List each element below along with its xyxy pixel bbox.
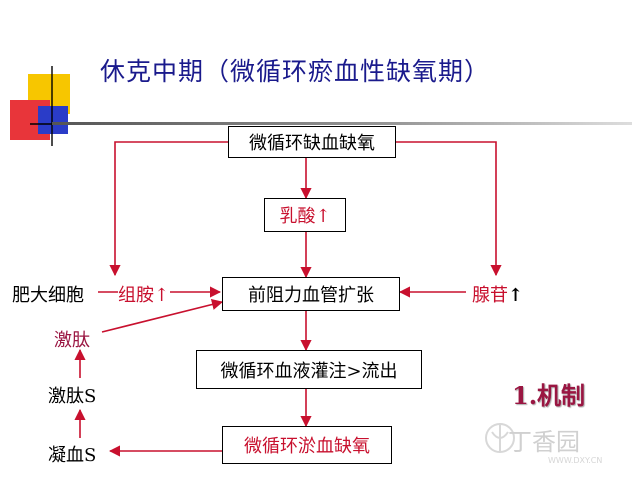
box-perfusion-gt-outflow: 微循环血液灌注>流出	[196, 350, 422, 389]
watermark-name: 丁香园	[508, 428, 580, 456]
page-title: 休克中期（微循环瘀血性缺氧期）	[100, 57, 491, 86]
arrow-top-left-branch	[109, 141, 228, 277]
label-histamine: 组胺↑	[118, 285, 170, 306]
label-mechanism: 1.机制	[512, 381, 586, 410]
watermark-logo-icon	[485, 423, 515, 453]
label-adenosine-text: 腺苷	[472, 285, 508, 306]
label-coag-s: 凝血S	[48, 445, 97, 466]
arrow-kinin-to-resistance	[101, 299, 224, 333]
watermark-url: WWW.DXY.CN	[548, 456, 603, 465]
arrow-top-right-branch	[396, 141, 502, 277]
box-microcirculation-stasis: 微循环淤血缺氧	[222, 426, 392, 464]
corner-decoration	[10, 66, 108, 146]
box-microcirculation-ischemia: 微循环缺血缺氧	[228, 126, 396, 158]
box-precapillary-dilation: 前阻力血管扩张	[222, 277, 400, 311]
label-adenosine: 腺苷↑	[472, 281, 523, 307]
label-mast-cell: 肥大细胞	[12, 285, 84, 306]
label-adenosine-arrow: ↑	[508, 285, 524, 306]
label-kinin: 激肽	[54, 330, 90, 351]
box-lactic-acid: 乳酸↑	[264, 198, 346, 232]
label-kinin-s: 激肽S	[48, 386, 97, 407]
